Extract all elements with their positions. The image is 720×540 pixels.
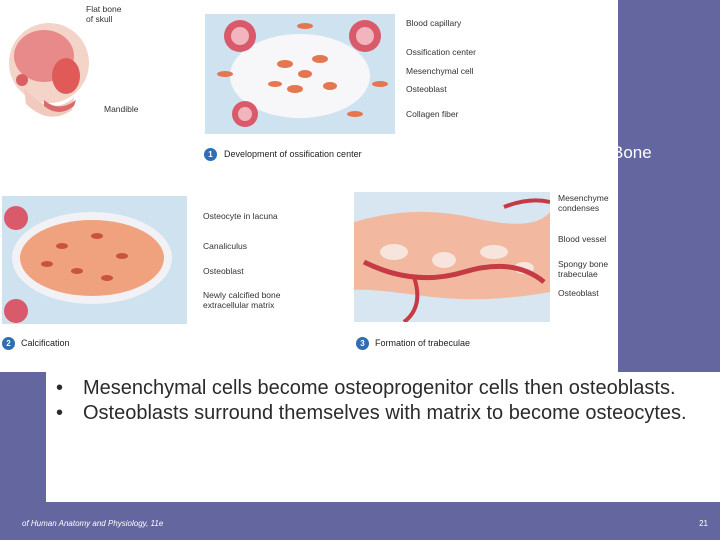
- panel1-label-mesenchymal-cell: Mesenchymal cell: [406, 66, 474, 76]
- ossification-center-illustration: [205, 14, 395, 134]
- mandible-label: Mandible: [104, 104, 139, 114]
- text-area: [46, 372, 720, 502]
- panel1-label-collagen-fiber: Collagen fiber: [406, 109, 459, 119]
- panel2-caption: Calcification: [21, 338, 70, 348]
- panel3-caption: Formation of trabeculae: [375, 338, 471, 348]
- bullet-text: Osteoblasts surround themselves with mat…: [83, 402, 687, 424]
- panel3-number-badge: 3: [356, 337, 369, 350]
- panel2-label-osteocyte-in-lacuna: Osteocyte in lacuna: [203, 211, 278, 221]
- panel2-number-badge: 2: [2, 337, 15, 350]
- panel3-label-blood-vessel: Blood vessel: [558, 234, 607, 244]
- bullet-item: • Osteoblasts surround themselves with m…: [56, 401, 696, 426]
- trabeculae-illustration: [354, 192, 550, 322]
- panel3-label-spongy-bone: Spongy bone trabeculae: [558, 259, 609, 279]
- skull-illustration: [9, 23, 89, 117]
- footer-source: of Human Anatomy and Physiology, 11e: [22, 519, 164, 528]
- bullet-list: • Mesenchymal cells become osteoprogenit…: [56, 376, 696, 426]
- bullet-item: • Mesenchymal cells become osteoprogenit…: [56, 376, 696, 401]
- calcification-illustration: [2, 196, 187, 324]
- panel1-label-ossification-center: Ossification center: [406, 47, 476, 57]
- panel3-label-mesenchyme-condenses: Mesenchyme condenses: [558, 193, 609, 213]
- panel1-caption: Development of ossification center: [224, 149, 362, 159]
- panel1-number-badge: 1: [204, 148, 217, 161]
- panel2-label-canaliculus: Canaliculus: [203, 241, 247, 251]
- flat-bone-label: Flat bone of skull: [86, 4, 122, 24]
- panel1-label-osteoblast: Osteoblast: [406, 84, 447, 94]
- slide-title-fragment: Bone: [612, 143, 652, 162]
- bullet-text: Mesenchymal cells become osteoprogenitor…: [83, 377, 676, 399]
- panel2-label-osteoblast: Osteoblast: [203, 266, 244, 276]
- panel3-label-osteoblast: Osteoblast: [558, 288, 599, 298]
- bullet-marker: •: [56, 402, 64, 424]
- panel1-label-blood-capillary: Blood capillary: [406, 18, 462, 28]
- panel2-label-newly-calcified-bone: Newly calcified bone extracellular matri…: [203, 290, 281, 310]
- bullet-marker: •: [56, 377, 64, 399]
- page-number: 21: [699, 519, 708, 528]
